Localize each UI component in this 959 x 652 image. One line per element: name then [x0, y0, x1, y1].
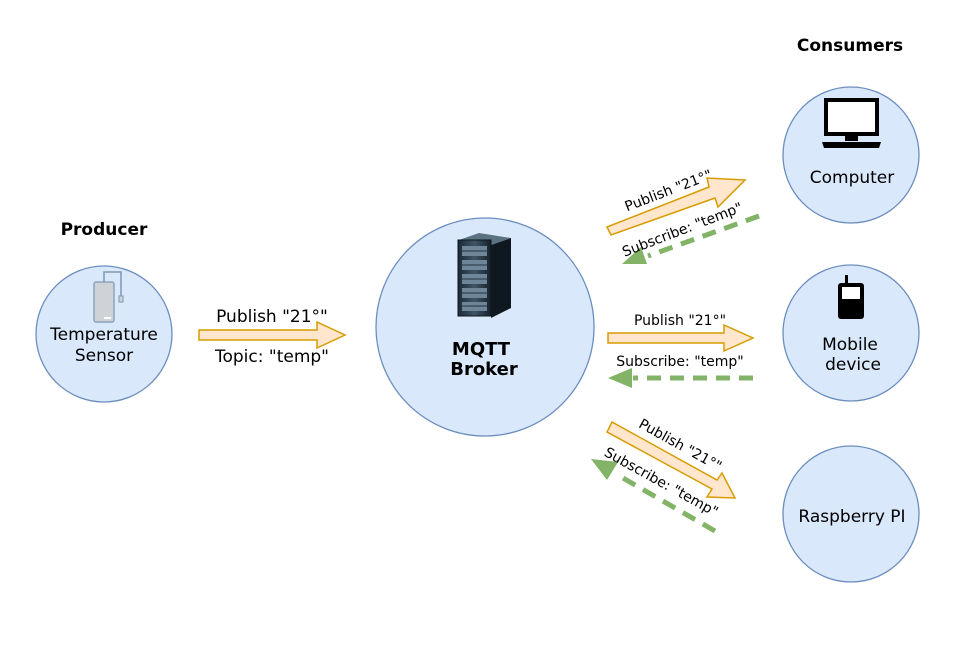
- broker-label-line1: MQTT: [452, 339, 511, 360]
- temperature-sensor-node[interactable]: Temperature Sensor: [35, 265, 173, 403]
- computer-icon: [822, 98, 881, 148]
- sensor-label-line2: Sensor: [75, 346, 133, 366]
- mobile-subscribe-label: Subscribe: "temp": [616, 354, 743, 370]
- producer-publish-label: Publish "21°": [216, 307, 328, 327]
- mqtt-broker-node[interactable]: MQTT Broker: [375, 217, 595, 437]
- raspberry-subscribe-arrow: [591, 459, 717, 534]
- sensor-label-line1: Temperature: [49, 325, 158, 345]
- sensor-icon: [93, 271, 124, 323]
- mobile-device-node[interactable]: Mobile device: [782, 264, 920, 402]
- mobile-subscribe-arrow: [608, 368, 753, 388]
- producer-publish-arrow: [198, 320, 347, 350]
- mobile-phone-icon: [838, 275, 864, 319]
- mobile-publish-label: Publish "21°": [634, 313, 726, 329]
- producer-topic-label: Topic: "temp": [214, 347, 329, 367]
- computer-node[interactable]: Computer: [782, 86, 920, 224]
- server-rack-icon: [457, 233, 511, 318]
- mobile-label-line2: device: [825, 355, 881, 375]
- raspberry-pi-node[interactable]: Raspberry PI: [782, 445, 920, 583]
- computer-publish-arrow: [605, 177, 747, 236]
- raspberry-publish-arrow: [606, 420, 737, 499]
- computer-subscribe-arrow: [622, 213, 760, 264]
- mobile-label-line1: Mobile: [822, 335, 878, 355]
- raspberry-pi-label: Raspberry PI: [798, 507, 905, 527]
- broker-label-line2: Broker: [450, 359, 518, 380]
- consumers-title: Consumers: [797, 36, 903, 56]
- producer-title: Producer: [61, 220, 148, 240]
- mobile-publish-arrow: [607, 323, 755, 353]
- computer-label: Computer: [810, 168, 895, 188]
